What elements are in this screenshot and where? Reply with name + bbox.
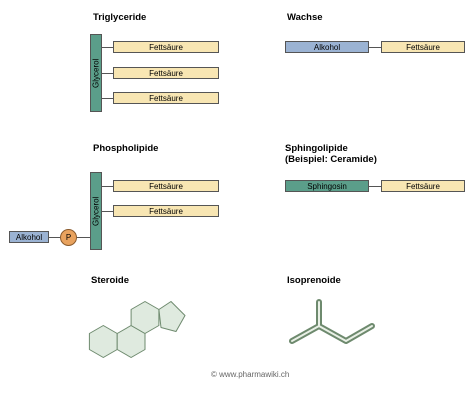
sphingosin-box: Sphingosin — [285, 180, 369, 192]
sphingolipide-fatty-acid-box: Fettsäure — [381, 180, 465, 192]
phospholipide-title: Phospholipide — [93, 143, 159, 154]
triglyceride-fatty-acid-3: Fettsäure — [113, 92, 219, 104]
connector-line — [102, 211, 113, 212]
steroid-ring-d — [158, 301, 186, 332]
steroide-title: Steroide — [91, 275, 130, 286]
phospholipide-fatty-acid-2: Fettsäure — [113, 205, 219, 217]
isoprene-structure-inner — [291, 301, 373, 342]
connector-line — [102, 73, 113, 74]
triglyceride-title: Triglyceride — [93, 12, 147, 23]
connector-line — [49, 237, 60, 238]
triglyceride-fatty-acid-1: Fettsäure — [113, 41, 219, 53]
wachse-alcohol-box: Alkohol — [285, 41, 369, 53]
copyright-text: © www.pharmawiki.ch — [211, 370, 290, 379]
steroid-structure — [88, 301, 186, 358]
sphingolipide-subtitle: (Beispiel: Ceramide) — [285, 154, 377, 165]
connector-line — [102, 186, 113, 187]
phospholipide-alcohol-box: Alkohol — [9, 231, 49, 243]
triglyceride-fatty-acid-2: Fettsäure — [113, 67, 219, 79]
connector-line — [369, 186, 381, 187]
connector-line — [102, 47, 113, 48]
phospholipide-fatty-acid-1: Fettsäure — [113, 180, 219, 192]
connector-line — [369, 47, 381, 48]
isoprenoide-title: Isoprenoide — [287, 275, 341, 286]
sphingolipide-title: Sphingolipide — [285, 143, 348, 154]
phosphate-circle: P — [60, 229, 77, 246]
connector-line — [102, 98, 113, 99]
wachse-fatty-acid-box: Fettsäure — [381, 41, 465, 53]
wachse-title: Wachse — [287, 12, 323, 23]
connector-line — [77, 237, 90, 238]
isoprene-inner-line — [291, 325, 373, 342]
steroid-ring-a — [88, 325, 118, 358]
